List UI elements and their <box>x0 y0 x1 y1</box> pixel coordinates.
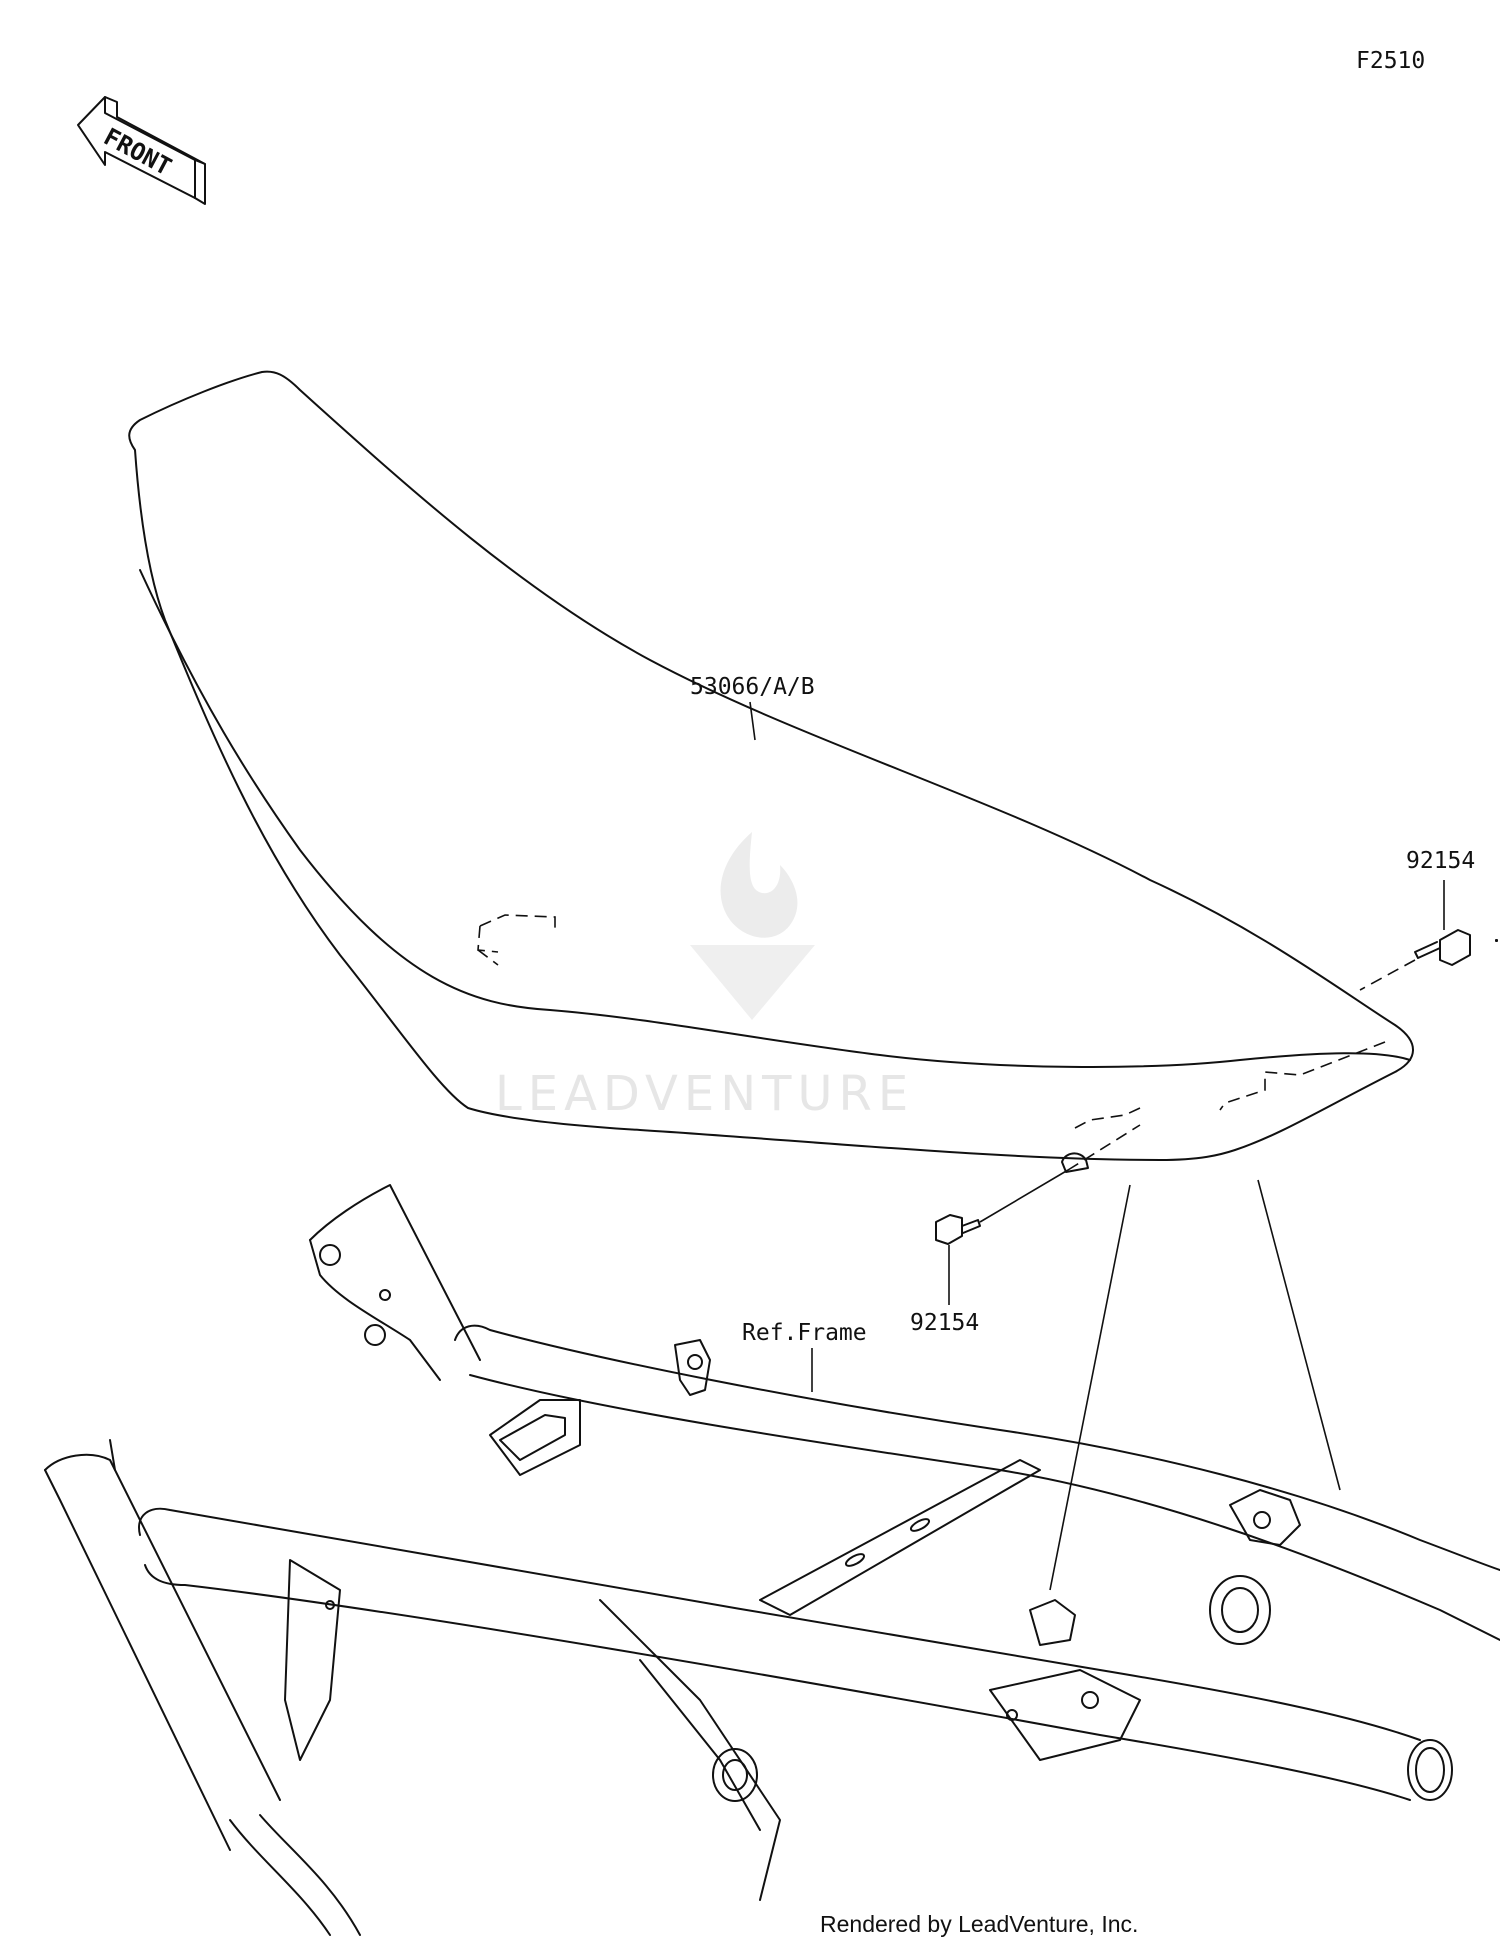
seat-leader-line <box>749 701 756 741</box>
footer-credit: Rendered by LeadVenture, Inc. <box>820 1911 1138 1937</box>
watermark-text: LEADVENTURE <box>495 1066 914 1122</box>
front-arrow-icon: FRONT <box>77 96 206 205</box>
frame-outline <box>44 1184 1500 1936</box>
watermark: LEADVENTURE <box>495 832 914 1122</box>
front-label: FRONT <box>99 123 176 182</box>
mount-leader-left <box>1049 1184 1131 1591</box>
mount-leader-right <box>1257 1179 1341 1491</box>
bolt-left-icon <box>935 1124 1141 1245</box>
seat-part-number: 53066/A/B <box>690 674 815 700</box>
bolt-right-icon <box>1359 929 1498 991</box>
bolt-left-part-number: 92154 <box>910 1310 979 1336</box>
seat-outline <box>128 370 1414 1161</box>
frame-reference-label: Ref.Frame <box>742 1320 867 1346</box>
bolt-right-part-number: 92154 <box>1406 848 1475 874</box>
figure-id: F2510 <box>1356 48 1425 74</box>
